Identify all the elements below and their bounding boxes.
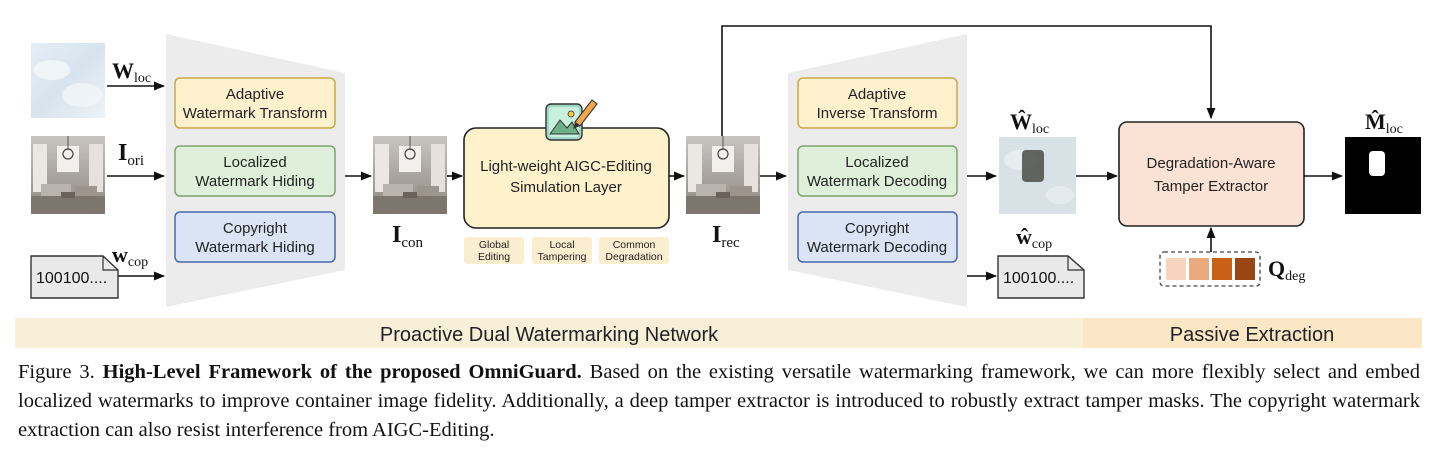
adaptive-watermark-transform-box: Adaptive Watermark Transform bbox=[174, 77, 336, 129]
svg-text:Adaptive: Adaptive bbox=[848, 86, 906, 103]
svg-text:Local: Local bbox=[549, 239, 574, 251]
svg-text:Passive Extraction: Passive Extraction bbox=[1170, 324, 1335, 346]
copyright-bits-input: 100100.... bbox=[30, 255, 119, 299]
copyright-watermark-hiding-box: Copyright Watermark Hiding bbox=[174, 211, 336, 263]
tag-global-editing: Global Editing bbox=[464, 237, 524, 264]
svg-text:Copyright: Copyright bbox=[845, 220, 910, 237]
localized-watermark-decoding-box: Localized Watermark Decoding bbox=[797, 145, 958, 197]
localized-watermark-hiding-box: Localized Watermark Hiding bbox=[174, 145, 336, 197]
label-i-rec: Irec bbox=[712, 222, 740, 251]
label-w-cop-hat: ŵcop bbox=[1016, 224, 1052, 252]
caption-bold: High-Level Framework of the proposed Omn… bbox=[102, 361, 582, 383]
svg-text:Tamper Extractor: Tamper Extractor bbox=[1154, 178, 1268, 195]
svg-text:Icon: Icon bbox=[392, 222, 424, 251]
band-passive: Passive Extraction bbox=[1083, 318, 1422, 348]
label-w-loc: Wloc bbox=[112, 58, 151, 86]
svg-text:Light-weight AIGC-Editing: Light-weight AIGC-Editing bbox=[480, 158, 652, 175]
svg-text:Irec: Irec bbox=[712, 222, 740, 251]
svg-text:Watermark Hiding: Watermark Hiding bbox=[195, 173, 314, 190]
figure-caption: Figure 3. High-Level Framework of the pr… bbox=[18, 358, 1420, 445]
svg-text:Watermark Decoding: Watermark Decoding bbox=[807, 239, 947, 256]
feedback-arrow bbox=[721, 25, 1216, 136]
aigc-editing-simulation-layer: Light-weight AIGC-Editing Simulation Lay… bbox=[463, 127, 670, 229]
svg-text:Localized: Localized bbox=[223, 154, 286, 171]
svg-text:Global: Global bbox=[479, 239, 509, 251]
svg-text:Watermark Decoding: Watermark Decoding bbox=[807, 173, 947, 190]
tag-local-tampering: Local Tampering bbox=[532, 237, 592, 264]
caption-rest: Based on the existing versatile watermar… bbox=[18, 361, 1421, 441]
label-i-con: Icon bbox=[392, 222, 424, 251]
degradation-aware-tamper-extractor: Degradation-Aware Tamper Extractor bbox=[1118, 121, 1305, 227]
label-w-cop: wcop bbox=[112, 242, 148, 270]
caption-prefix: Figure 3. bbox=[18, 361, 95, 383]
copyright-watermark-decoding-box: Copyright Watermark Decoding bbox=[797, 211, 958, 263]
svg-text:Qdeg: Qdeg bbox=[1268, 256, 1305, 284]
label-w-loc-hat: Ŵloc bbox=[1010, 109, 1049, 137]
svg-text:Degradation: Degradation bbox=[605, 251, 662, 263]
svg-text:wcop: wcop bbox=[112, 242, 148, 270]
svg-text:M̂loc: M̂loc bbox=[1365, 109, 1403, 137]
svg-text:Watermark Hiding: Watermark Hiding bbox=[195, 239, 314, 256]
svg-text:100100....: 100100.... bbox=[36, 270, 107, 287]
svg-text:Localized: Localized bbox=[845, 154, 908, 171]
framework-diagram: Wloc Iori wcop 100100.... Adaptive Water… bbox=[15, 25, 1422, 348]
container-image bbox=[372, 135, 448, 215]
svg-text:Proactive Dual Watermarking Ne: Proactive Dual Watermarking Network bbox=[380, 324, 719, 346]
svg-text:Editing: Editing bbox=[478, 251, 510, 263]
svg-text:ŵcop: ŵcop bbox=[1016, 224, 1052, 252]
svg-text:Adaptive: Adaptive bbox=[226, 86, 284, 103]
label-m-loc-hat: M̂loc bbox=[1365, 109, 1403, 137]
label-i-ori: Iori bbox=[118, 140, 144, 169]
band-proactive: Proactive Dual Watermarking Network bbox=[15, 318, 1083, 348]
recovered-image bbox=[685, 135, 761, 215]
svg-text:Simulation Layer: Simulation Layer bbox=[510, 179, 622, 196]
svg-text:Copyright: Copyright bbox=[223, 220, 288, 237]
svg-text:Inverse Transform: Inverse Transform bbox=[817, 105, 938, 122]
svg-text:Iori: Iori bbox=[118, 140, 144, 169]
tag-common-degradation: Common Degradation bbox=[599, 237, 669, 264]
svg-text:Wloc: Wloc bbox=[112, 58, 151, 86]
decoded-watermark-loc-image bbox=[999, 137, 1076, 214]
watermark-loc-image bbox=[31, 43, 105, 118]
q-deg-swatches bbox=[1159, 251, 1261, 287]
tamper-mask-image bbox=[1345, 137, 1421, 214]
svg-text:Tampering: Tampering bbox=[537, 251, 586, 263]
image-edit-icon bbox=[545, 99, 598, 141]
original-image bbox=[30, 135, 106, 215]
adaptive-inverse-transform-box: Adaptive Inverse Transform bbox=[797, 77, 958, 129]
svg-text:Common: Common bbox=[613, 239, 656, 251]
svg-text:100100....: 100100.... bbox=[1003, 270, 1074, 287]
svg-text:Degradation-Aware: Degradation-Aware bbox=[1147, 155, 1276, 172]
svg-text:Ŵloc: Ŵloc bbox=[1010, 109, 1049, 137]
svg-text:Watermark Transform: Watermark Transform bbox=[183, 105, 327, 122]
label-q-deg: Qdeg bbox=[1268, 256, 1305, 284]
copyright-bits-output: 100100.... bbox=[997, 255, 1085, 299]
